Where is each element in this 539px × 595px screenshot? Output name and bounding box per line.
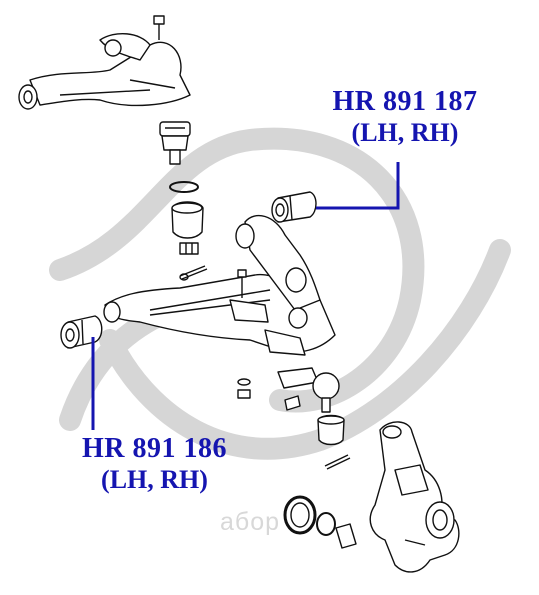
snap-ring	[169, 181, 199, 193]
leader-lines	[91, 162, 400, 430]
collar	[335, 523, 357, 549]
label-lower-bushing: HR 891 186 (LH, RH)	[52, 433, 257, 495]
upper-ball-joint	[159, 121, 191, 165]
upper-bushing	[271, 191, 317, 223]
nut	[237, 389, 251, 399]
upper-side: (LH, RH)	[351, 118, 459, 148]
lower-bolt	[237, 269, 247, 298]
watermark-text: aбop	[220, 508, 281, 536]
small-bolt	[284, 395, 301, 411]
steering-knuckle	[369, 421, 460, 573]
upper-control-arm	[18, 33, 191, 110]
upper-bolt	[153, 15, 165, 40]
label-upper-bushing: HR 891 187 (LH, RH)	[300, 86, 510, 148]
lower-part-number: HR 891 186	[82, 433, 227, 464]
lower-side: (LH, RH)	[101, 465, 208, 495]
spacer-ring	[316, 512, 336, 536]
dust-boot	[171, 201, 204, 239]
cotter-pin	[179, 265, 208, 280]
lower-bushing	[60, 315, 103, 349]
oil-seal	[283, 495, 317, 535]
leader-upper	[316, 162, 400, 210]
lower-dust-boot	[317, 414, 345, 446]
washer	[237, 378, 251, 386]
lower-cotter-pin	[324, 454, 351, 470]
lower-control-arm	[103, 214, 336, 356]
castle-nut	[179, 242, 199, 255]
line-art	[18, 15, 460, 573]
upper-part-number: HR 891 187	[332, 86, 478, 117]
lower-ball-joint	[277, 367, 340, 413]
